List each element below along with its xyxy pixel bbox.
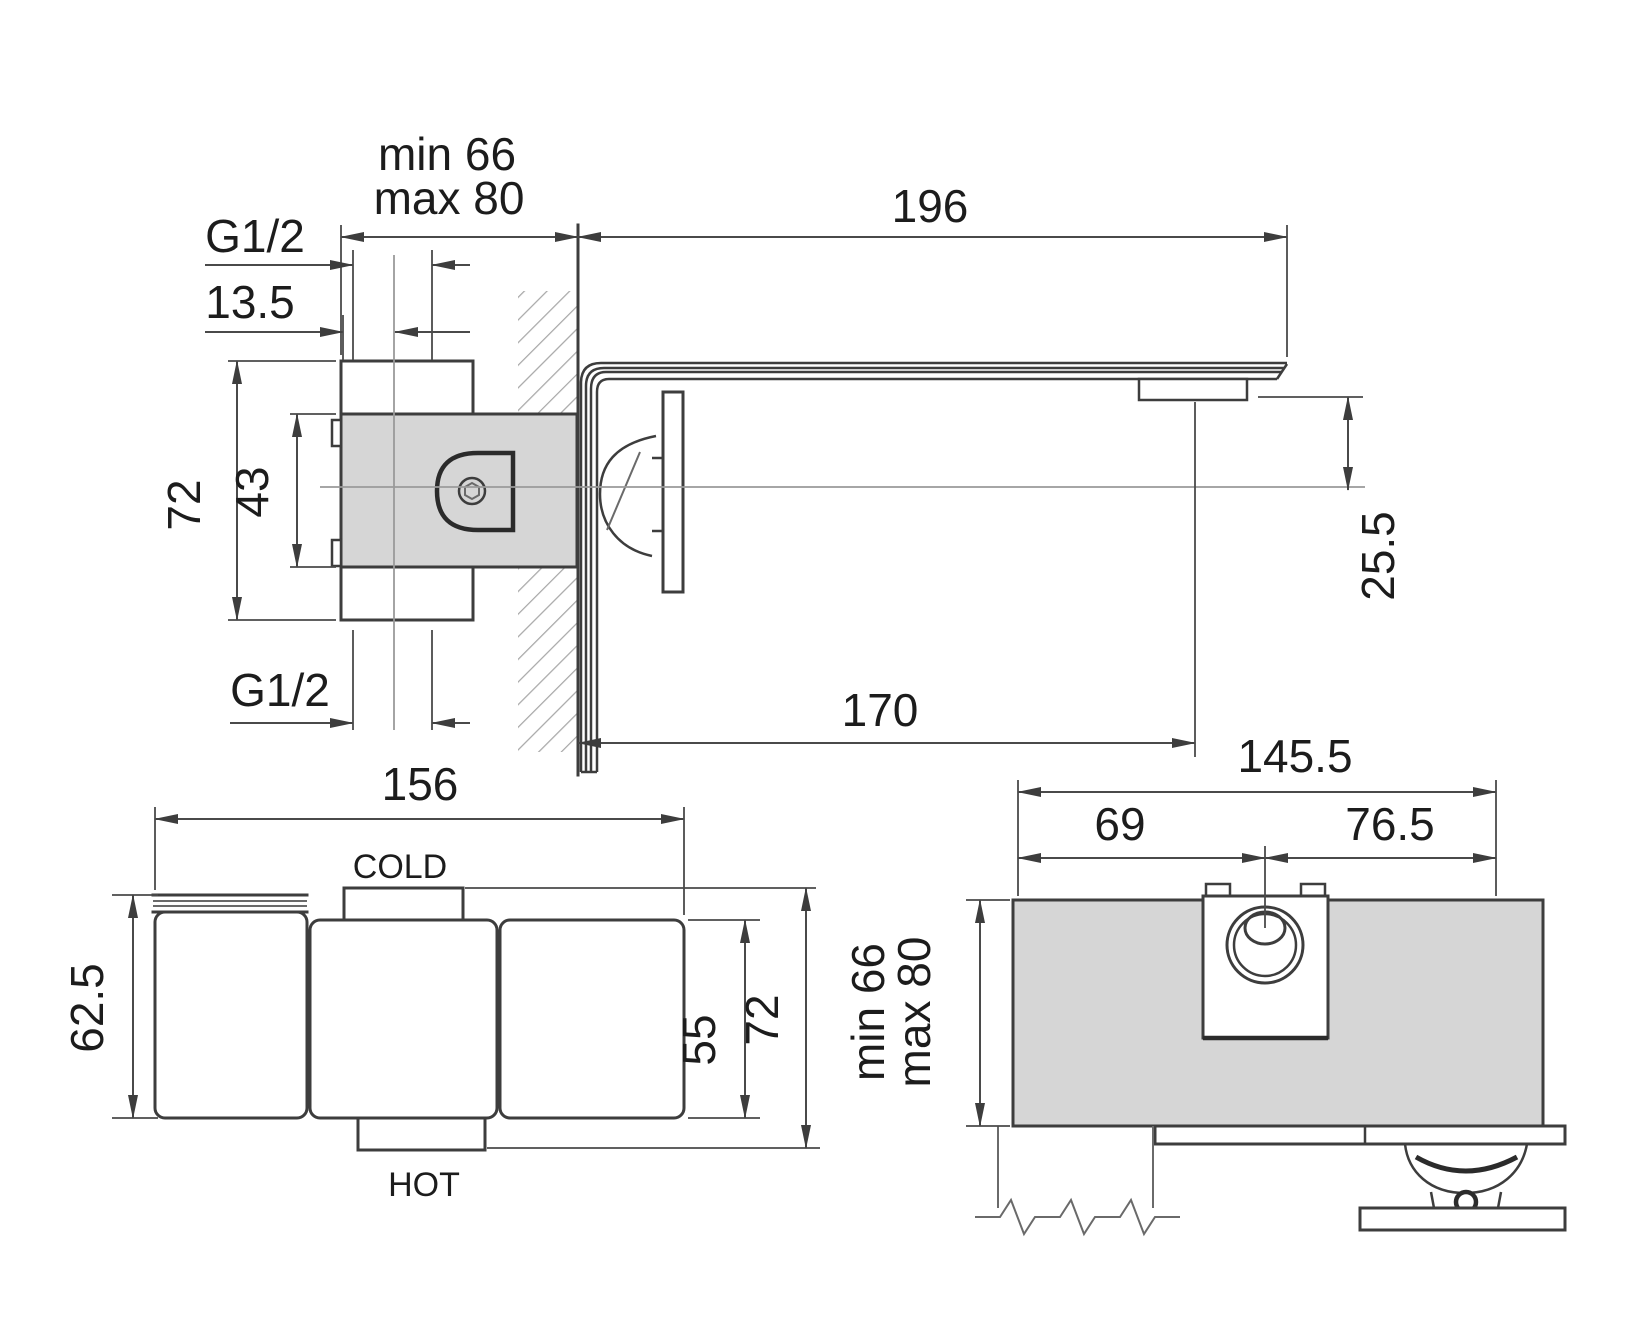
cartridge-outline: [434, 450, 516, 533]
dim-spout-length-label: 196: [892, 180, 969, 232]
dim-handle-height-label: 55: [673, 1014, 725, 1065]
plan-spout-bar: [1153, 1124, 1567, 1146]
aerator-neck-left: [1429, 1191, 1436, 1209]
aerator-housing-side: [1137, 377, 1249, 402]
cartridge-screw: [457, 476, 487, 506]
body-lower-box: [339, 565, 475, 622]
spout-sheet-line-3: [589, 370, 1281, 772]
dim-plan-wall-max-label: max 80: [888, 937, 940, 1088]
hot-tab: [356, 1116, 487, 1152]
body-lug-bottom: [330, 538, 343, 568]
dim-front-total-height-label: 72: [736, 994, 788, 1045]
cold-label: COLD: [353, 848, 447, 886]
handle-dome: [598, 434, 657, 558]
plan-view: 145.5 69 76.5 min 66 max 80: [842, 730, 1567, 1237]
dim-plan-wall-min-label: min 66: [842, 943, 894, 1081]
handle-plate-side: [661, 390, 685, 594]
handle-lever-line: [606, 451, 641, 531]
wall-hatch-lower: [518, 567, 578, 752]
spout-sheet-line-2: [584, 366, 1284, 772]
spout-sheet-line-4: [595, 377, 1277, 772]
spout-tip: [1275, 363, 1289, 380]
aerator-neck-right: [1496, 1191, 1503, 1209]
body-upper-box: [339, 359, 475, 416]
front-handle-right: [498, 918, 686, 1120]
dim-drop-label: 25.5: [1352, 511, 1404, 601]
front-view: COLD HOT 156 62.5 55 72: [61, 758, 820, 1204]
dim-front-width-label: 156: [382, 758, 459, 810]
cartridge-screw-hex: [464, 481, 480, 501]
dim-wall-max-label: max 80: [374, 172, 525, 224]
dim-left-span-label: 69: [1094, 798, 1145, 850]
dim-right-span-label: 76.5: [1345, 798, 1435, 850]
front-spout-body: [153, 910, 309, 1120]
spout-sheet-line-1: [579, 361, 1287, 772]
dim-reach-label: 170: [842, 684, 919, 736]
dim-offset-label: 13.5: [205, 276, 295, 328]
dim-left-height-label: 62.5: [61, 963, 113, 1053]
aerator-slot: [1414, 1154, 1519, 1174]
dim-plan-width-label: 145.5: [1237, 730, 1352, 782]
dim-cartridge-height-label: 43: [226, 466, 278, 517]
dim-wall-min-label: min 66: [378, 128, 516, 180]
dim-thread-top-label: G1/2: [205, 210, 305, 262]
cold-tab: [342, 886, 465, 922]
aerator-base-plate: [1358, 1206, 1567, 1232]
wall-hatch-upper: [518, 291, 578, 414]
dim-thread-bottom-label: G1/2: [230, 664, 330, 716]
body-lug-top: [330, 418, 343, 448]
hot-label: HOT: [388, 1166, 460, 1204]
dim-body-height-label: 72: [158, 479, 210, 530]
front-handle-left: [308, 918, 499, 1120]
break-line-zigzag: [975, 1197, 1180, 1237]
side-view: min 66 max 80 196 G1/2 13.5 72 43 G1/2: [158, 128, 1404, 777]
